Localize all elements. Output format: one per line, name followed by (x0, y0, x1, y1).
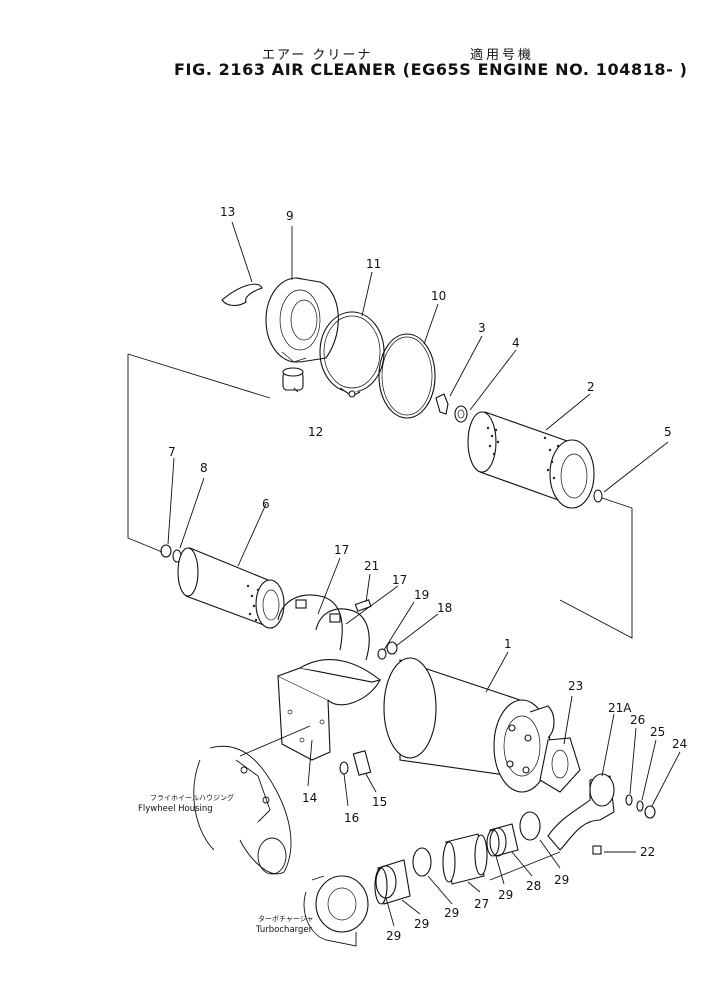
part-5-washer (593, 489, 603, 503)
callout-labels: 13 9 11 10 3 4 2 5 12 7 8 6 17 21 17 19 … (168, 205, 687, 943)
callout-25: 26 (630, 713, 645, 727)
callout-4: 4 (512, 336, 520, 350)
callout-3: 3 (478, 321, 486, 335)
flywheel-housing (193, 745, 292, 875)
callout-21: 21A (608, 701, 632, 715)
callout-11: 11 (366, 257, 381, 271)
figure-title: FIG. 2163 AIR CLEANER (EG65S ENGINE NO. … (174, 60, 688, 79)
part-20-bolt (354, 599, 372, 612)
callout-2: 2 (587, 380, 595, 394)
part-10-gasket (378, 333, 436, 419)
callout-29c: 29 (498, 888, 513, 902)
callout-20: 21 (364, 559, 379, 573)
japanese-title: エアー クリーナ (262, 48, 373, 63)
part-19-washer (377, 648, 387, 660)
part-25-washer (625, 794, 633, 806)
japanese-applicability: 適用号機 (470, 48, 535, 63)
callout-18: 18 (437, 601, 452, 615)
part-14-bracket (277, 659, 382, 761)
part-26-pipe (442, 833, 488, 885)
callout-24: 25 (650, 725, 665, 739)
callout-1: 1 (504, 637, 512, 651)
callout-16: 16 (344, 811, 359, 825)
turbo-label-en: Turbocharger (255, 925, 313, 935)
callout-8: 8 (200, 461, 208, 475)
callout-10: 10 (431, 289, 446, 303)
callout-29a: 29 (386, 929, 401, 943)
part-18-nut (386, 641, 398, 655)
callout-26: 27 (474, 897, 489, 911)
leader-lines (167, 221, 681, 927)
turbocharger (303, 875, 369, 947)
callout-29d: 29 (554, 873, 569, 887)
part-9-cover (265, 277, 339, 363)
part-28-hose (374, 859, 411, 905)
part-12-valve (282, 367, 304, 391)
callout-22: 23 (568, 679, 583, 693)
alignment-lines (127, 353, 633, 881)
part-24-washer (636, 800, 644, 812)
part-22-gasket (539, 737, 581, 793)
part-13-clip (221, 283, 263, 307)
callout-23: 24 (672, 737, 687, 751)
callout-28: 29 (414, 917, 429, 931)
callout-15: 15 (372, 795, 387, 809)
callout-13: 13 (220, 205, 235, 219)
part-1-cleaner-body (383, 657, 555, 793)
part-29-clamp-d (519, 811, 541, 841)
callout-9: 9 (286, 209, 294, 223)
callout-17b: 17 (392, 573, 407, 587)
part-21a-plug (592, 845, 602, 855)
part-6-inner-element (177, 547, 285, 629)
part-16-washer (339, 761, 349, 775)
part-23-nut (644, 805, 656, 819)
part-3-wing-nut (435, 393, 449, 415)
part-17-bands (277, 594, 370, 661)
reference-annotations: フライホイールハウジング Flywheel Housing ターボチャージャ T… (138, 793, 313, 935)
part-2-outer-element (467, 411, 595, 509)
part-7-nut (160, 544, 172, 558)
callout-21a: 22 (640, 845, 655, 859)
part-15-bolt (352, 750, 372, 776)
flywheel-label-jp: フライホイールハウジング (150, 793, 234, 802)
part-11-band (319, 311, 385, 398)
turbo-label-jp: ターボチャージャ (258, 914, 313, 923)
part-21-elbow (547, 773, 615, 851)
callout-5: 5 (664, 425, 672, 439)
part-29-clamp-b (412, 847, 432, 877)
part-27-hose (486, 823, 519, 857)
flywheel-label-en: Flywheel Housing (138, 804, 213, 814)
callout-7: 7 (168, 445, 176, 459)
callout-29b: 29 (444, 906, 459, 920)
callout-17a: 17 (334, 543, 349, 557)
part-4-washer (454, 405, 468, 423)
part-29-clamp-c (489, 827, 507, 857)
callout-19: 19 (414, 588, 429, 602)
callout-14: 14 (302, 791, 317, 805)
callout-27: 28 (526, 879, 541, 893)
callout-12: 12 (308, 425, 323, 439)
callout-6: 6 (262, 497, 270, 511)
